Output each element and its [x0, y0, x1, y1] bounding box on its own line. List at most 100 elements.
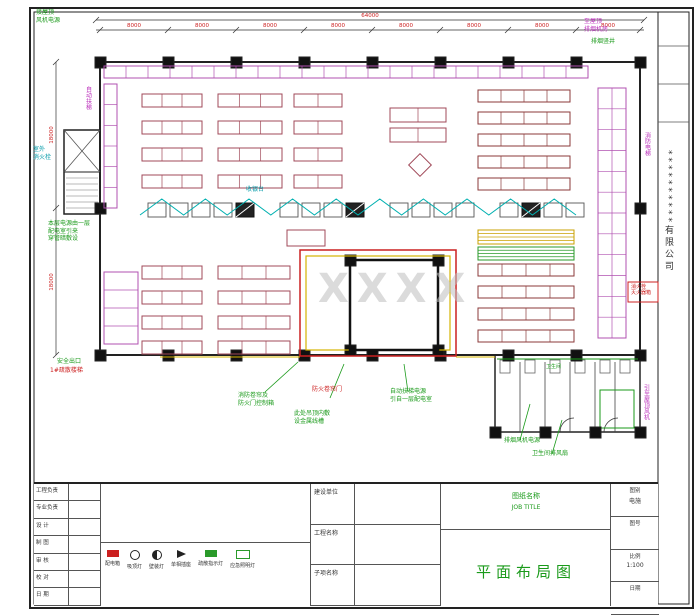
- checkout-counter: [213, 202, 233, 218]
- column: [502, 349, 515, 362]
- shelf-unit: [217, 340, 291, 355]
- drawing-title-label-cn: 图纸名称: [512, 492, 540, 500]
- dim-tick: [300, 26, 308, 34]
- circle-icon: [129, 550, 140, 560]
- sign-row-label: 制 图: [34, 536, 69, 553]
- dim-label: 8000: [127, 23, 141, 29]
- checkout-counter: [323, 202, 343, 218]
- checkout-counter: [169, 202, 189, 218]
- leader-line: [403, 363, 409, 393]
- rect-green-icon: [235, 550, 250, 559]
- column: [366, 56, 379, 69]
- sign-row: 审 核: [34, 553, 100, 571]
- legend-item: 疏散指示灯: [198, 550, 223, 570]
- drawing-title-label-en: JOB TITLE: [511, 504, 541, 511]
- legend-item: 配电箱: [105, 550, 120, 570]
- checkout-counter: [411, 202, 431, 218]
- meta-value: 电施: [628, 498, 641, 505]
- sign-row-label: 工程负责: [34, 484, 69, 501]
- company-name: **********有限公司: [663, 150, 673, 273]
- fire-shutter-zone: [299, 249, 457, 357]
- dim-total-label: 64000: [361, 13, 379, 19]
- shelf-unit: [141, 265, 203, 280]
- meta-label: 图号: [629, 520, 641, 527]
- sign-row-label: 设 计: [34, 518, 69, 536]
- column: [162, 56, 175, 69]
- legend-label: 疏散指示灯: [198, 561, 224, 567]
- column: [230, 56, 243, 69]
- sign-row: 专业负责: [34, 501, 100, 519]
- field-label: 工程名称: [311, 524, 355, 565]
- stair-diag: [63, 129, 101, 173]
- dim-tick: [636, 26, 644, 34]
- meta-label: 图别: [629, 488, 641, 494]
- legend-label: 配电箱: [105, 561, 121, 567]
- legend-items: 配电箱吸顶灯壁装灯单相插座疏散指示灯应急照明灯: [105, 550, 309, 570]
- meta-label: 日期: [629, 586, 641, 593]
- leader-line: [551, 419, 563, 455]
- mid-display: [286, 229, 326, 247]
- column: [94, 56, 107, 69]
- dim-tick: [436, 26, 444, 34]
- rect-red-icon: [106, 550, 119, 557]
- column: [94, 349, 107, 362]
- shelf-unit: [141, 315, 203, 330]
- rect-green-fill-icon: [204, 550, 217, 557]
- drawing-title: 平面布局图: [475, 562, 576, 581]
- shelf-unit: [141, 93, 203, 108]
- shelf-unit: [217, 315, 291, 330]
- dim-tick: [52, 204, 60, 212]
- leader-line: [519, 403, 531, 441]
- sign-row-label: 审 核: [34, 553, 69, 570]
- column: [230, 349, 243, 362]
- shelf-unit: [217, 174, 283, 189]
- column: [634, 426, 647, 439]
- checkout-counter: [301, 202, 321, 218]
- dim-label: 8000: [399, 23, 413, 29]
- symbol-legend: 配电箱吸顶灯壁装灯单相插座疏散指示灯应急照明灯: [100, 484, 311, 606]
- wc-fixture: [574, 359, 586, 374]
- dim-tick: [52, 351, 60, 359]
- hydrant-box: [627, 281, 659, 303]
- meta-row: 图别电施: [611, 486, 659, 517]
- dim-tick: [572, 26, 580, 34]
- meta-value: 1:100: [626, 561, 644, 569]
- door-arc: [559, 417, 575, 433]
- shelf-unit: [217, 147, 283, 162]
- watermark: XXXX: [318, 266, 474, 312]
- meta-row: 日期: [611, 584, 659, 616]
- drawing-title-head: 图纸名称 JOB TITLE: [441, 484, 611, 530]
- sign-row: 制 图: [34, 536, 100, 554]
- wc-fixture: [619, 359, 631, 374]
- legend-item: 单相插座: [171, 550, 191, 570]
- column: [489, 426, 502, 439]
- checkout-dark-slash: [235, 202, 255, 218]
- dim-label: 8000: [601, 23, 615, 29]
- cable-zigzag: [139, 198, 577, 216]
- shelf-unit: [217, 265, 291, 280]
- dim-tick: [232, 26, 240, 34]
- project-field-row: 工程名称: [311, 524, 441, 566]
- dim-label: 8000: [535, 23, 549, 29]
- shelf-unit: [141, 147, 203, 162]
- field-value: [355, 525, 441, 565]
- shelf-unit: [217, 290, 291, 305]
- column: [634, 202, 647, 215]
- dim-label: 8000: [467, 23, 481, 29]
- checkout-counter: [389, 202, 409, 218]
- dim-label: 8000: [195, 23, 209, 29]
- dim-tick: [368, 26, 376, 34]
- shelf-unit: [217, 93, 283, 108]
- sign-row: 校 对: [34, 570, 100, 589]
- checkout-counter: [543, 202, 563, 218]
- wc-fixture: [599, 359, 611, 374]
- wc-fixture: [524, 359, 536, 374]
- sheet-border-outer: [29, 7, 694, 609]
- dim-label: 18000: [49, 273, 55, 291]
- signature-table: 工程负责专业负责设 计制 图审 核校 对日 期: [34, 484, 100, 606]
- shelf-unit: [141, 290, 203, 305]
- dim-label: 8000: [331, 23, 345, 29]
- checkout-dark-slash: [345, 202, 365, 218]
- dim-label: 18000: [49, 126, 55, 144]
